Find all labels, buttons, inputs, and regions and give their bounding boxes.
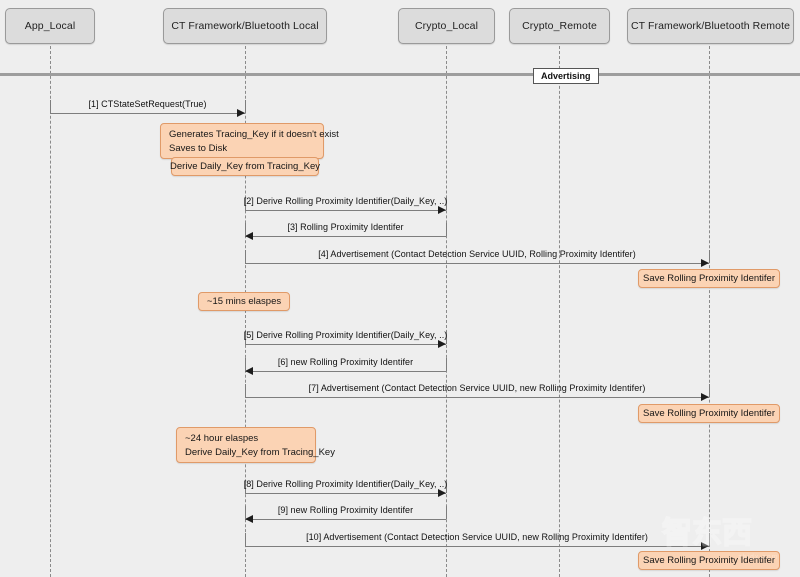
arrow-head-6 — [245, 367, 253, 375]
message-tick-end-3 — [709, 250, 710, 263]
message-tick-start-5 — [446, 358, 447, 371]
arrow-head-7 — [701, 393, 709, 401]
message-tick-end-6 — [709, 384, 710, 397]
arrow-head-4 — [701, 259, 709, 267]
participant-label-crypto_local: Crypto_Local — [414, 20, 479, 32]
message-tick-end-9 — [709, 533, 710, 546]
note-save-rpi-3-text: Save Rolling Proximity Identifer — [643, 554, 775, 568]
note-save-rpi-1[interactable]: Save Rolling Proximity Identifer — [638, 269, 780, 288]
message-line-5[interactable] — [245, 344, 446, 345]
note-derive-daily-key-1-text: Derive Daily_Key from Tracing_Key — [170, 160, 320, 174]
message-label-7: [7] Advertisement (Contact Detection Ser… — [308, 383, 646, 393]
message-tick-end-2 — [245, 223, 246, 236]
message-tick-start-0 — [50, 100, 51, 113]
note-15-mins-elapses-text: ~15 mins elaspes — [207, 295, 281, 309]
message-line-7[interactable] — [245, 397, 709, 398]
arrow-head-10 — [701, 542, 709, 550]
arrow-head-9 — [245, 515, 253, 523]
message-line-4[interactable] — [245, 263, 709, 264]
arrow-head-1 — [237, 109, 245, 117]
message-tick-start-7 — [245, 480, 246, 493]
note-save-rpi-1-text: Save Rolling Proximity Identifer — [643, 272, 775, 286]
note-generate-tracing-key-line-0: Generates Tracing_Key if it doesn't exis… — [169, 129, 339, 140]
note-save-rpi-2-text: Save Rolling Proximity Identifer — [643, 407, 775, 421]
message-tick-start-1 — [245, 197, 246, 210]
arrow-head-5 — [438, 340, 446, 348]
message-tick-start-3 — [245, 250, 246, 263]
note-save-rpi-1-line-0: Save Rolling Proximity Identifer — [643, 272, 775, 284]
note-save-rpi-2-line-0: Save Rolling Proximity Identifer — [643, 407, 775, 419]
participant-box-app_local[interactable]: App_Local — [5, 8, 95, 44]
note-generate-tracing-key-text: Generates Tracing_Key if it doesn't exis… — [169, 128, 339, 156]
message-tick-end-5 — [245, 358, 246, 371]
message-line-8[interactable] — [245, 493, 446, 494]
lifeline-crypto_local — [446, 46, 447, 577]
note-generate-tracing-key-line-1: Saves to Disk — [169, 143, 228, 154]
message-label-2: [2] Derive Rolling Proximity Identifier(… — [243, 196, 448, 206]
message-label-4: [4] Advertisement (Contact Detection Ser… — [318, 249, 636, 259]
participant-label-crypto_remote: Crypto_Remote — [522, 20, 597, 32]
phase-separator — [0, 73, 800, 76]
message-tick-start-9 — [245, 533, 246, 546]
participant-box-crypto_local[interactable]: Crypto_Local — [398, 8, 495, 44]
lifeline-ct_local — [245, 46, 246, 577]
phase-label-advertising: Advertising — [533, 68, 599, 84]
message-tick-end-7 — [446, 480, 447, 493]
lifeline-ct_remote — [709, 46, 710, 577]
message-label-8: [8] Derive Rolling Proximity Identifier(… — [243, 479, 448, 489]
message-line-1[interactable] — [50, 113, 245, 114]
note-derive-daily-key-1[interactable]: Derive Daily_Key from Tracing_Key — [170, 157, 320, 176]
arrow-head-2 — [438, 206, 446, 214]
arrow-head-3 — [245, 232, 253, 240]
message-label-9: [9] new Rolling Proximity Identifer — [277, 505, 414, 515]
message-label-6: [6] new Rolling Proximity Identifer — [277, 357, 414, 367]
message-label-1: [1] CTStateSetRequest(True) — [88, 99, 207, 109]
message-line-2[interactable] — [245, 210, 446, 211]
message-tick-end-0 — [245, 100, 246, 113]
message-tick-start-2 — [446, 223, 447, 236]
note-derive-daily-key-1-line-0: Derive Daily_Key from Tracing_Key — [170, 160, 320, 172]
arrow-head-8 — [438, 489, 446, 497]
message-tick-end-1 — [446, 197, 447, 210]
lifeline-crypto_remote — [559, 46, 560, 577]
participant-box-crypto_remote[interactable]: Crypto_Remote — [509, 8, 610, 44]
participant-label-ct_local: CT Framework/Bluetooth Local — [171, 20, 319, 32]
note-15-mins-elapses[interactable]: ~15 mins elaspes — [198, 292, 290, 311]
note-generate-tracing-key[interactable]: Generates Tracing_Key if it doesn't exis… — [160, 123, 339, 159]
message-line-6[interactable] — [245, 371, 446, 372]
note-save-rpi-3-line-0: Save Rolling Proximity Identifer — [643, 554, 775, 566]
participant-label-app_local: App_Local — [24, 20, 76, 32]
note-save-rpi-3[interactable]: Save Rolling Proximity Identifer — [638, 551, 780, 570]
message-tick-start-4 — [245, 331, 246, 344]
participant-label-ct_remote: CT Framework/Bluetooth Remote — [630, 20, 791, 32]
message-tick-end-8 — [245, 506, 246, 519]
participant-box-ct_remote[interactable]: CT Framework/Bluetooth Remote — [627, 8, 794, 44]
message-tick-end-4 — [446, 331, 447, 344]
note-24-hour-elapses-line-0: ~24 hour elaspes — [185, 433, 259, 444]
note-15-mins-elapses-line-0: ~15 mins elaspes — [206, 295, 282, 307]
participant-box-ct_local[interactable]: CT Framework/Bluetooth Local — [163, 8, 327, 44]
note-save-rpi-2[interactable]: Save Rolling Proximity Identifer — [638, 404, 780, 423]
message-line-10[interactable] — [245, 546, 709, 547]
message-line-9[interactable] — [245, 519, 446, 520]
message-line-3[interactable] — [245, 236, 446, 237]
message-label-5: [5] Derive Rolling Proximity Identifier(… — [243, 330, 448, 340]
message-label-3: [3] Rolling Proximity Identifer — [287, 222, 404, 232]
message-tick-start-8 — [446, 506, 447, 519]
note-24-hour-elapses-line-1: Derive Daily_Key from Tracing_Key — [185, 447, 335, 458]
lifeline-app_local — [50, 46, 51, 577]
message-tick-start-6 — [245, 384, 246, 397]
message-label-10: [10] Advertisement (Contact Detection Se… — [306, 532, 648, 542]
